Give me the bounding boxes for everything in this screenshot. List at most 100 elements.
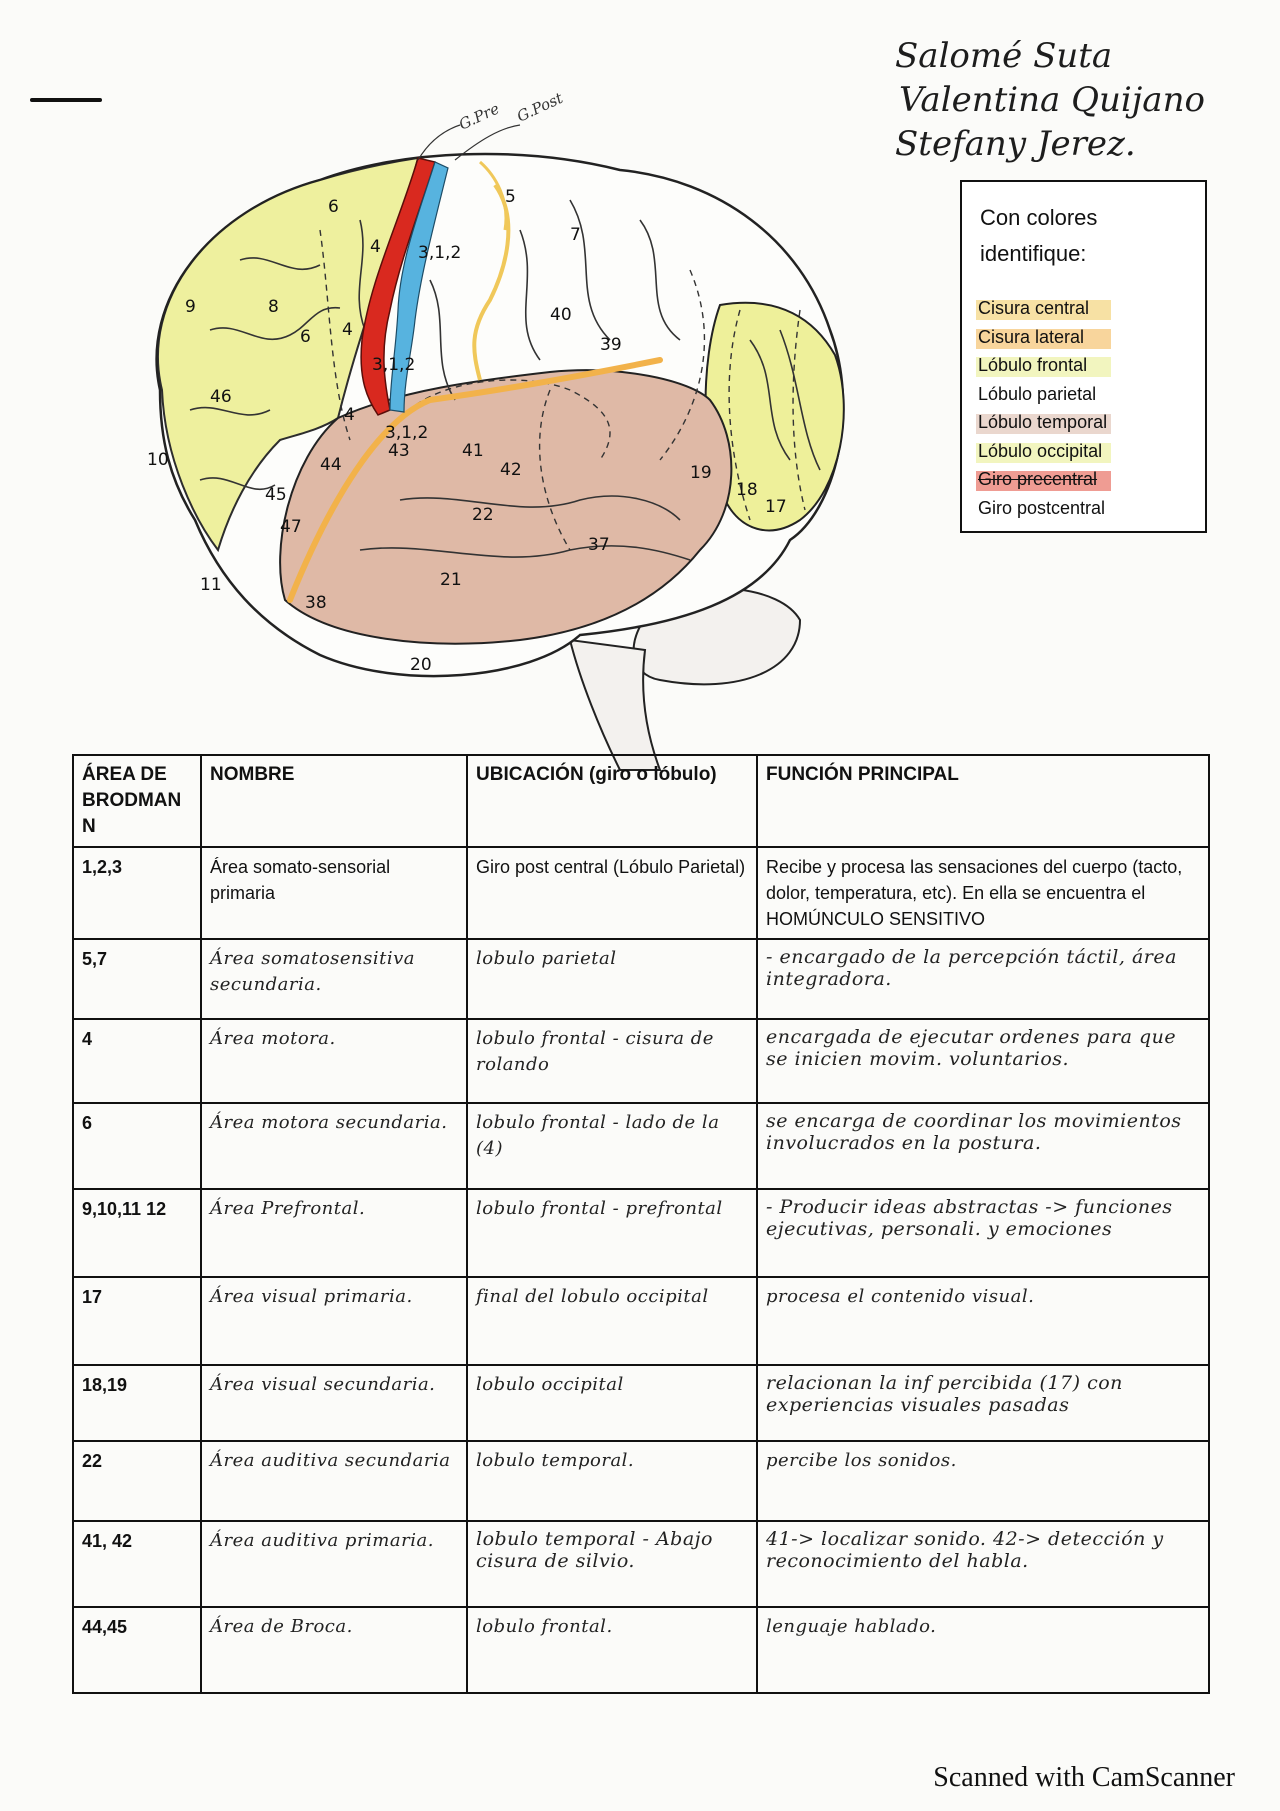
area-label: 43 bbox=[388, 441, 410, 461]
funcion-cell: lenguaje hablado. bbox=[756, 1606, 1210, 1694]
nombre-cell: Área motora secundaria. bbox=[200, 1102, 468, 1190]
area-label: 46 bbox=[210, 387, 232, 407]
area-label: 19 bbox=[690, 463, 712, 483]
column-header: UBICACIÓN (giro o lóbulo) bbox=[466, 754, 758, 848]
area-label: 37 bbox=[588, 535, 610, 555]
g-post-label: G.Post bbox=[514, 88, 566, 125]
author-name: Salomé Suta bbox=[895, 36, 1113, 76]
funcion-cell: encargada de ejecutar ordenes para que s… bbox=[756, 1018, 1210, 1104]
table-header-row: ÁREA DE BRODMANN NOMBRE UBICACIÓN (giro … bbox=[72, 754, 1210, 848]
table-row: 6 Área motora secundaria. lobulo frontal… bbox=[72, 1102, 1210, 1190]
ubicacion-cell: Giro post central (Lóbulo Parietal) bbox=[466, 846, 758, 940]
legend-color-swatch bbox=[976, 300, 1112, 320]
ubicacion-cell: lobulo temporal. bbox=[466, 1440, 758, 1522]
funcion-cell: relacionan la inf percibida (17) con exp… bbox=[756, 1364, 1210, 1442]
legend-item-cisura-lateral: Cisura lateral bbox=[976, 323, 1112, 352]
legend-item-cisura-central: Cisura central bbox=[976, 294, 1112, 323]
author-name: Valentina Quijano bbox=[899, 80, 1205, 120]
area-label: 3,1,2 bbox=[418, 243, 461, 263]
area-label: 21 bbox=[440, 570, 462, 590]
area-label: 40 bbox=[550, 305, 572, 325]
legend-color-swatch bbox=[976, 471, 1112, 491]
nombre-cell: Área auditiva secundaria bbox=[200, 1440, 468, 1522]
brain-illustration: 6 4 3,1,2 5 7 9 8 6 4 3,1,2 40 39 46 4 3… bbox=[147, 88, 845, 771]
area-label: 4 bbox=[344, 405, 355, 425]
funcion-cell: 41-> localizar sonido. 42-> detección y … bbox=[756, 1520, 1210, 1608]
legend-item-label: Giro precentral bbox=[978, 469, 1098, 489]
scanner-watermark: Scanned with CamScanner bbox=[933, 1762, 1235, 1793]
nombre-cell: Área motora. bbox=[200, 1018, 468, 1104]
table-row: 44,45 Área de Broca. lobulo frontal. len… bbox=[72, 1606, 1210, 1694]
color-legend: Con colores identifique: Cisura central … bbox=[960, 180, 1207, 533]
legend-color-swatch bbox=[976, 357, 1112, 377]
legend-color-swatch bbox=[976, 414, 1112, 434]
legend-item-giro-postcentral: Giro postcentral bbox=[978, 494, 1107, 523]
legend-item-label: Lóbulo frontal bbox=[978, 355, 1088, 375]
nombre-cell: Área visual secundaria. bbox=[200, 1364, 468, 1442]
area-label: 8 bbox=[268, 297, 279, 317]
legend-item-label: Giro postcentral bbox=[978, 497, 1106, 518]
area-label: 4 bbox=[370, 237, 381, 257]
table-row: 18,19 Área visual secundaria. lobulo occ… bbox=[72, 1364, 1210, 1442]
area-cell: 6 bbox=[72, 1102, 202, 1190]
funcion-cell: procesa el contenido visual. bbox=[756, 1276, 1210, 1366]
table-row: 9,10,11 12 Área Prefrontal. lobulo front… bbox=[72, 1188, 1210, 1278]
funcion-cell: - encargado de la percepción táctil, áre… bbox=[756, 938, 1210, 1020]
area-label: 5 bbox=[505, 187, 516, 207]
legend-item-giro-precentral: Giro precentral bbox=[976, 465, 1112, 494]
area-label: 17 bbox=[765, 497, 787, 517]
funcion-cell: - Producir ideas abstractas -> funciones… bbox=[756, 1188, 1210, 1278]
legend-item-lobulo-occipital: Lóbulo occipital bbox=[976, 437, 1112, 466]
legend-item-label: Lóbulo parietal bbox=[978, 383, 1097, 404]
area-label: 11 bbox=[200, 575, 222, 595]
area-label: 41 bbox=[462, 441, 484, 461]
area-label: 18 bbox=[736, 480, 758, 500]
area-label: 38 bbox=[305, 593, 327, 613]
area-label: 22 bbox=[472, 505, 494, 525]
ubicacion-cell: lobulo frontal. bbox=[466, 1606, 758, 1694]
table-row: 22 Área auditiva secundaria lobulo tempo… bbox=[72, 1440, 1210, 1522]
table-row: 5,7 Área somatosensitiva secundaria. lob… bbox=[72, 938, 1210, 1020]
ubicacion-cell: lobulo frontal - lado de la (4) bbox=[466, 1102, 758, 1190]
author-names: Salomé Suta Valentina Quijano Stefany Je… bbox=[895, 34, 1255, 166]
ubicacion-cell: final del lobulo occipital bbox=[466, 1276, 758, 1366]
area-label: 47 bbox=[280, 517, 302, 537]
area-label: 39 bbox=[600, 335, 622, 355]
funcion-cell: Recibe y procesa las sensaciones del cue… bbox=[756, 846, 1210, 940]
legend-item-label: Lóbulo occipital bbox=[978, 440, 1103, 461]
table-row: 17 Área visual primaria. final del lobul… bbox=[72, 1276, 1210, 1366]
nombre-cell: Área visual primaria. bbox=[200, 1276, 468, 1366]
ubicacion-cell: lobulo parietal bbox=[466, 938, 758, 1020]
pen-mark bbox=[30, 98, 102, 102]
area-cell: 1,2,3 bbox=[72, 846, 202, 940]
funcion-cell: percibe los sonidos. bbox=[756, 1440, 1210, 1522]
area-label: 6 bbox=[300, 327, 311, 347]
area-label: 9 bbox=[185, 297, 196, 317]
area-cell: 4 bbox=[72, 1018, 202, 1104]
column-header: ÁREA DE BRODMANN bbox=[72, 754, 202, 848]
legend-color-swatch bbox=[976, 328, 1112, 349]
nombre-cell: Área de Broca. bbox=[200, 1606, 468, 1694]
funcion-cell: se encarga de coordinar los movimientos … bbox=[756, 1102, 1210, 1190]
area-label: 3,1,2 bbox=[372, 355, 415, 375]
g-pre-label: G.Pre bbox=[456, 99, 502, 133]
area-cell: 17 bbox=[72, 1276, 202, 1366]
column-header: FUNCIÓN PRINCIPAL bbox=[756, 754, 1210, 848]
author-name: Stefany Jerez. bbox=[895, 124, 1136, 164]
legend-item-label: Cisura central bbox=[978, 298, 1090, 318]
table-row: 1,2,3 Área somato-sensorial primaria Gir… bbox=[72, 846, 1210, 940]
area-label: 45 bbox=[265, 485, 287, 505]
legend-item-label: Lóbulo temporal bbox=[978, 412, 1108, 432]
legend-list: Cisura central Cisura lateral Lóbulo fro… bbox=[976, 294, 1112, 523]
area-cell: 5,7 bbox=[72, 938, 202, 1020]
nombre-cell: Área auditiva primaria. bbox=[200, 1520, 468, 1608]
ubicacion-cell: lobulo frontal - cisura de rolando bbox=[466, 1018, 758, 1104]
table-row: 4 Área motora. lobulo frontal - cisura d… bbox=[72, 1018, 1210, 1104]
table-row: 41, 42 Área auditiva primaria. lobulo te… bbox=[72, 1520, 1210, 1608]
ubicacion-cell: lobulo temporal - Abajo cisura de silvio… bbox=[466, 1520, 758, 1608]
area-label: 3,1,2 bbox=[385, 423, 428, 443]
area-label: 42 bbox=[500, 460, 522, 480]
nombre-cell: Área somato-sensorial primaria bbox=[200, 846, 468, 940]
legend-item-label: Cisura lateral bbox=[978, 326, 1085, 347]
